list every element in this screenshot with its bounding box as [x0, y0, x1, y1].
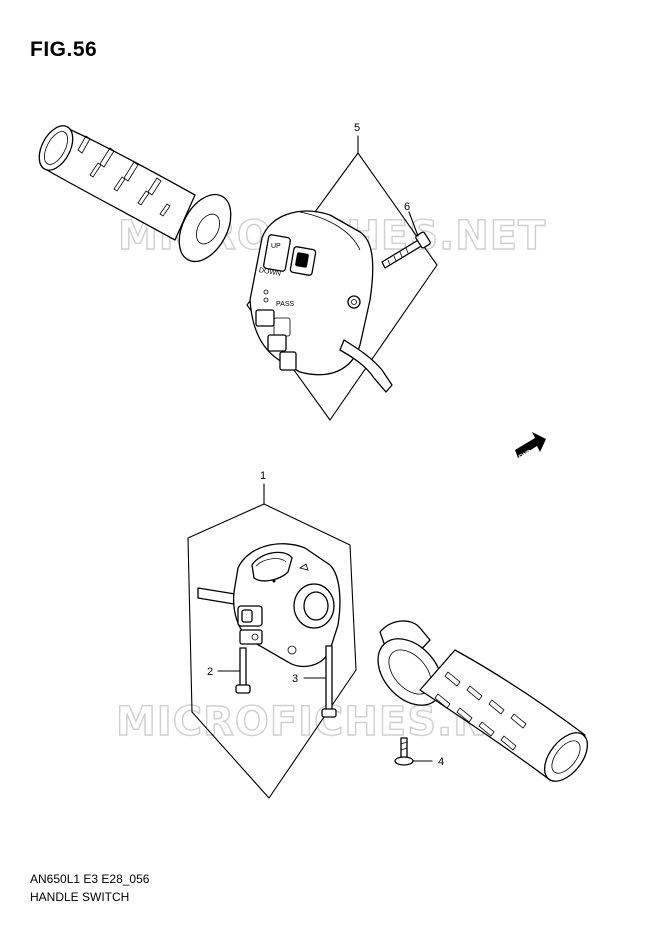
right-handlebar-switch [197, 543, 341, 668]
screw-6 [381, 211, 431, 269]
screw-4 [394, 737, 433, 766]
right-switch-box [187, 483, 357, 799]
callout-6: 6 [404, 201, 410, 213]
label-down: DOWN [258, 267, 281, 278]
left-grip-illustration [38, 125, 232, 263]
callout-2: 2 [207, 666, 213, 678]
callout-4: 4 [438, 756, 444, 768]
model-code: AN650L1 E3 E28_056 [30, 872, 150, 886]
callout-1: 1 [260, 470, 266, 482]
label-pass: PASS [276, 301, 294, 308]
fwd-arrow-icon: FWD [515, 432, 546, 461]
callout-5: 5 [354, 122, 360, 134]
screw-2 [217, 647, 251, 694]
screw-3 [303, 645, 337, 718]
figure-title: FIG.56 [30, 38, 98, 61]
label-up: UP [271, 243, 281, 250]
right-grip-illustration [377, 620, 589, 782]
callout-3: 3 [292, 673, 298, 685]
left-handlebar-switch: UP DOWN PASS [249, 210, 393, 393]
section-name: HANDLE SWITCH [30, 890, 130, 904]
